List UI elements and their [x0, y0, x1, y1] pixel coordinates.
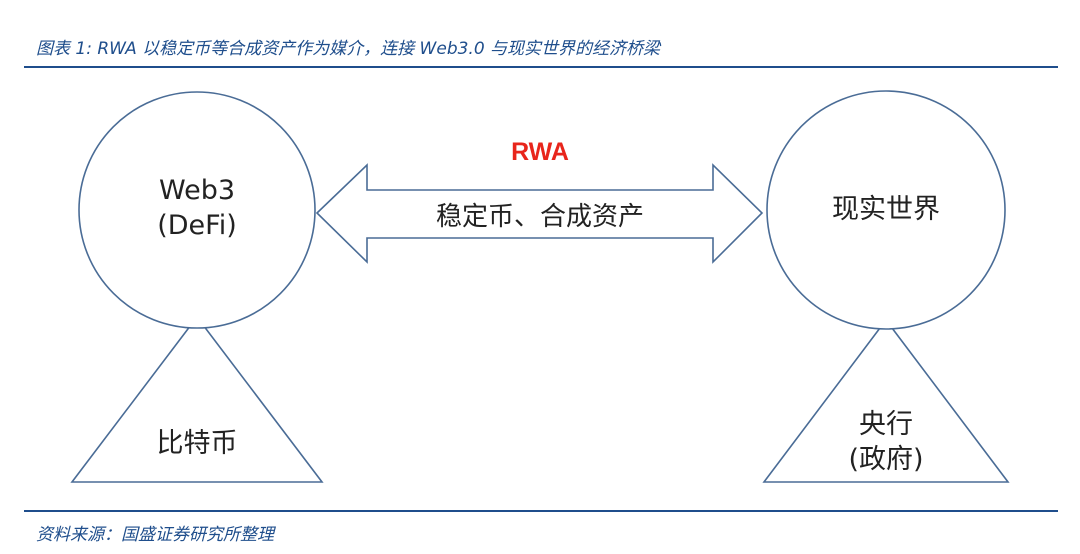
figure-caption: 图表 1: RWA 以稳定币等合成资产作为媒介，连接 Web3.0 与现实世界的… [36, 39, 661, 59]
arrow-label: 稳定币、合成资产 [436, 202, 644, 232]
left-circle [78, 91, 316, 329]
right-triangle-label-line2: (政府) [848, 444, 923, 475]
right-triangle-label-line1: 央行 [859, 409, 913, 440]
left-circle-label-line1: Web3 [159, 175, 235, 206]
left-triangle [70, 315, 324, 483]
right-circle-label: 现实世界 [832, 194, 940, 225]
right-circle [766, 90, 1006, 330]
arrow-title: RWA [511, 138, 569, 166]
source-note: 资料来源：国盛证券研究所整理 [36, 525, 274, 545]
top-rule [24, 66, 1058, 68]
bottom-rule [24, 510, 1058, 512]
left-circle-label-line2: (DeFi) [157, 210, 237, 241]
right-triangle [762, 318, 1010, 483]
left-triangle-label: 比特币 [157, 428, 238, 459]
bidirectional-arrow [315, 163, 764, 264]
